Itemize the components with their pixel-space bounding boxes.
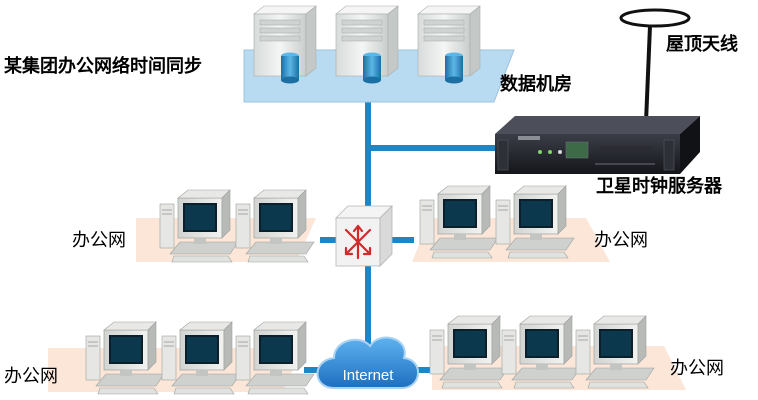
server-tower-icon	[253, 5, 317, 84]
office-left-mid-label: 办公网	[72, 230, 126, 251]
network-links	[304, 102, 495, 373]
internet-label: Internet	[343, 367, 395, 384]
office-left-bottom-label: 办公网	[4, 366, 58, 387]
satellite-server-label: 卫星时钟服务器	[596, 176, 722, 197]
server-tower-icon	[417, 5, 481, 84]
router-icon	[335, 205, 393, 267]
diagram-title: 某集团办公网络时间同步	[4, 56, 202, 77]
datacenter-label: 数据机房	[500, 74, 572, 95]
office-left-bottom-group	[48, 321, 315, 395]
cloud-icon: Internet	[316, 336, 419, 389]
office-right-mid-group	[412, 185, 610, 262]
office-right-bottom-label: 办公网	[670, 358, 724, 379]
office-right-mid-label: 办公网	[594, 230, 648, 251]
antenna-icon	[619, 8, 691, 123]
office-left-mid-group	[136, 189, 316, 263]
datacenter-group	[243, 5, 515, 103]
antenna-label: 屋顶天线	[666, 34, 738, 55]
satellite-clock-group	[495, 8, 700, 174]
server-tower-icon	[335, 5, 399, 84]
rack-server-icon	[495, 116, 700, 174]
office-right-bottom-group	[429, 315, 686, 390]
